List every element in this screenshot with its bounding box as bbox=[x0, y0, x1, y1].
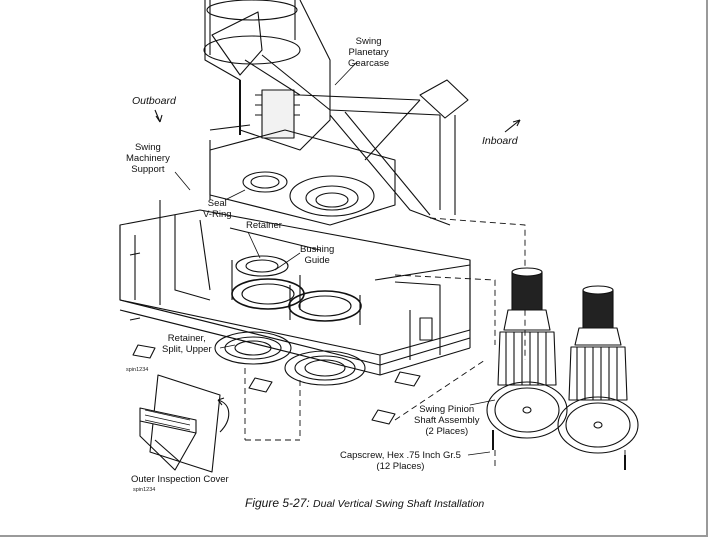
label-swing-pinion-shaft-assembly: Swing Pinion Shaft Assembly (2 Places) bbox=[414, 404, 480, 437]
capscrews bbox=[492, 430, 626, 470]
figure-title: Dual Vertical Swing Shaft Installation bbox=[313, 498, 485, 510]
part-ref-1: spin1234 bbox=[126, 367, 149, 373]
figure-caption: Figure 5-27: Dual Vertical Swing Shaft I… bbox=[245, 496, 484, 510]
label-outboard: Outboard bbox=[132, 95, 176, 107]
label-capscrew: Capscrew, Hex .75 Inch Gr.5 (12 Places) bbox=[340, 450, 461, 472]
direction-arrows bbox=[154, 109, 521, 433]
swing-pinion-shaft-1 bbox=[486, 267, 568, 439]
upper-mounting-plate bbox=[209, 129, 396, 226]
swing-machinery-support-housing bbox=[119, 200, 471, 376]
label-bushing-guide: Bushing Guide bbox=[300, 244, 335, 266]
figure-number: Figure 5-27: bbox=[245, 496, 310, 510]
split-retainers-upper bbox=[214, 331, 366, 386]
support-truss-frame bbox=[209, 11, 469, 226]
label-inboard: Inboard bbox=[482, 135, 518, 147]
bottom-mounting-pads bbox=[132, 344, 421, 425]
leader-lines bbox=[174, 61, 496, 456]
part-ref-2: spin1234 bbox=[133, 487, 156, 493]
housing-bores bbox=[231, 255, 362, 325]
label-retainer-split-upper: Retainer, Split, Upper bbox=[162, 333, 212, 355]
label-seal-vring: Seal V-Ring bbox=[203, 198, 232, 220]
label-swing-planetary-gearcase: Swing Planetary Gearcase bbox=[348, 36, 390, 69]
label-swing-machinery-support: Swing Machinery Support bbox=[126, 142, 170, 175]
label-outer-inspection-cover: Outer Inspection Cover bbox=[131, 474, 229, 485]
swing-planetary-gearcase bbox=[203, 0, 331, 151]
label-retainer: Retainer bbox=[246, 220, 282, 231]
outer-inspection-cover bbox=[139, 374, 221, 473]
swing-pinion-shaft-2 bbox=[557, 285, 639, 454]
installation-dashed-paths bbox=[244, 217, 626, 470]
